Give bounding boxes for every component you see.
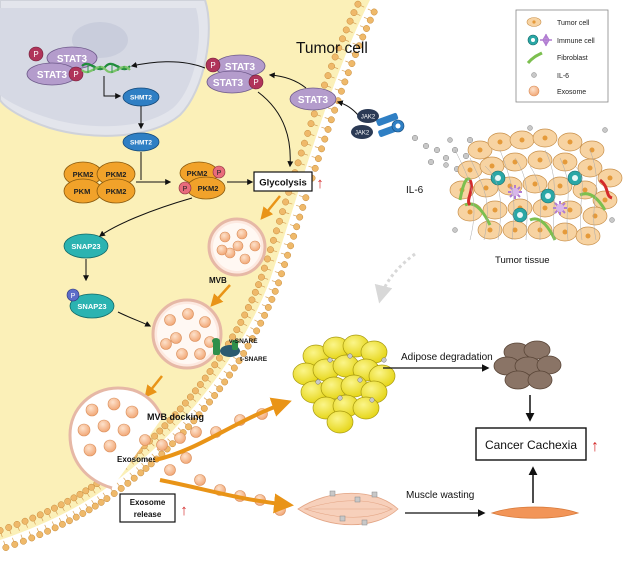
stat3-label: STAT3 xyxy=(298,95,329,106)
fibroblast-icon xyxy=(526,51,543,64)
stat3-label: STAT3 xyxy=(57,54,88,65)
mvb-approaching xyxy=(151,298,223,370)
snap23-label: SNAP23 xyxy=(71,242,100,251)
legend: Tumor cell Immune cell Fibroblast IL-6 E… xyxy=(515,9,609,103)
cancer-cachexia-label: Cancer Cachexia xyxy=(485,438,577,452)
t-snare-label: t-SNARE xyxy=(240,356,268,363)
stat3-label: STAT3 xyxy=(37,70,68,81)
degraded-adipose xyxy=(493,340,562,390)
glycolysis-label: Glycolysis xyxy=(259,178,307,189)
pkm2-label: PKM2 xyxy=(198,184,219,193)
stat3-dimerize-arrow xyxy=(268,72,307,89)
il6-secretion-path xyxy=(374,252,416,304)
dna-to-shmt2-arrow xyxy=(103,76,122,99)
exosome-release-box xyxy=(119,493,176,523)
phospho-label: P xyxy=(210,61,215,70)
phospho-label: P xyxy=(71,293,76,300)
phospho-pkm2-dimer: PKM2 PKM2 P P xyxy=(178,161,226,200)
exosome-to-adipose-arrow xyxy=(154,397,292,462)
cancer-cachexia-box xyxy=(475,427,587,461)
exosomes-label: Exosomes xyxy=(117,455,158,464)
jak2-label: JAK2 xyxy=(355,131,370,137)
exosome-to-muscle-arrow xyxy=(159,478,294,514)
adipose-degradation-label: Adipose degradation xyxy=(401,352,493,363)
mvb-docking-label: MVB docking xyxy=(147,412,204,422)
shmt2-label: SHMT2 xyxy=(130,140,152,147)
legend-label: IL-6 xyxy=(557,73,569,80)
shmt2-label: SHMT2 xyxy=(130,95,152,102)
legend-label: Exosome xyxy=(557,89,586,96)
il6-molecules xyxy=(411,134,474,173)
tumor-tissue-label: Tumor tissue xyxy=(495,255,550,266)
adipose-tissue xyxy=(292,334,396,434)
shmt2-cytoplasmic: SHMT2 xyxy=(122,132,160,152)
pkm2-to-snap23-arrow xyxy=(99,197,193,237)
dna-helix-icon xyxy=(81,62,131,74)
exosome-release-label-1: Exosome xyxy=(130,498,166,507)
pkm2-tetramer: PKM2 PKM2 PKM PKM2 xyxy=(63,161,136,204)
phospho-label: P xyxy=(33,50,38,59)
jak2-label: JAK2 xyxy=(361,115,376,121)
glycolysis-box xyxy=(253,171,313,192)
cachexia-up-arrow: ↑ xyxy=(591,438,599,455)
glycolysis-to-mvb-arrow xyxy=(260,195,281,220)
phospho-label: P xyxy=(73,70,78,79)
snap23-unphosphorylated: SNAP23 xyxy=(63,233,109,259)
legend-label: Immune cell xyxy=(557,38,595,45)
docking-arrow xyxy=(144,375,163,398)
mvb-label: MVB xyxy=(209,276,227,285)
snare-complex xyxy=(212,338,240,357)
legend-label: Tumor cell xyxy=(557,20,590,27)
pkm2-label: PKM2 xyxy=(73,170,94,179)
pkm2-partial-label: PKM xyxy=(74,187,91,196)
phospho-label: P xyxy=(217,170,222,177)
stat3-label: STAT3 xyxy=(213,78,244,89)
stat3-monomer: STAT3 xyxy=(289,87,337,111)
exosome-release-label-2: release xyxy=(134,510,162,519)
mvb-docking xyxy=(68,386,164,490)
snap23-to-mvb-arrow xyxy=(117,311,152,327)
stat3-to-dna-arrow xyxy=(130,61,206,69)
cytoplasmic-stat3-dimer: STAT3 STAT3 P P xyxy=(205,54,266,94)
tumor-cell-title: Tumor cell xyxy=(296,40,368,57)
stat3-to-glycolysis-arrow xyxy=(257,91,294,168)
legend-label: Fibroblast xyxy=(557,55,588,62)
mvb-forming xyxy=(207,217,267,277)
shmt2-nuclear: SHMT2 xyxy=(122,87,160,107)
phospho-label: P xyxy=(253,78,258,87)
glycolysis-up-arrow: ↑ xyxy=(316,175,324,192)
v-snare-label: v-SNARE xyxy=(229,338,258,345)
pkm2-label: PKM2 xyxy=(106,187,127,196)
snap23-label: SNAP23 xyxy=(77,302,106,311)
stat3-label: STAT3 xyxy=(225,62,256,73)
il6-dot-icon xyxy=(531,72,537,78)
muscle-tissue xyxy=(297,490,399,526)
jak2-receptor: JAK2 JAK2 xyxy=(351,109,405,139)
wasted-muscle xyxy=(490,506,580,519)
immune-cell-icon xyxy=(540,33,552,47)
jak2-to-stat3-arrow xyxy=(336,100,359,116)
exosome-release-up-arrow: ↑ xyxy=(180,502,188,519)
il6-label: IL-6 xyxy=(406,185,424,196)
snap23-phosphorylated: SNAP23 P xyxy=(66,288,115,319)
pkm2-label: PKM2 xyxy=(106,170,127,179)
tumor-tissue xyxy=(443,125,623,246)
phospho-label: P xyxy=(183,186,188,193)
mvb-transport-arrow xyxy=(210,284,231,307)
pkm2-label: PKM2 xyxy=(187,169,208,178)
muscle-wasting-label: Muscle wasting xyxy=(406,490,474,501)
exosome-icon xyxy=(528,85,540,97)
